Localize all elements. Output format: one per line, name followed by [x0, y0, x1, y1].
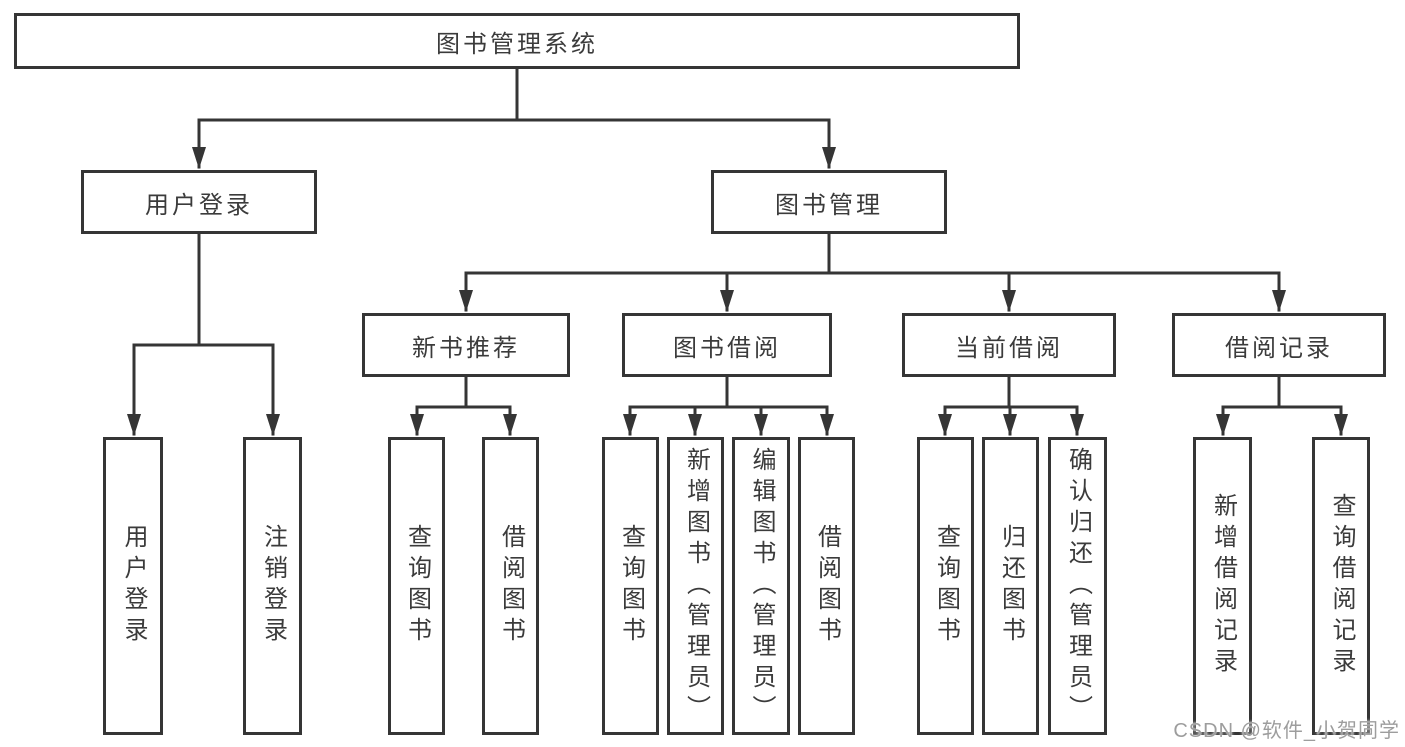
node-label: 新书推荐	[412, 334, 520, 362]
tree-rails	[132, 67, 1343, 409]
node-label: 新增借阅记录	[1209, 493, 1237, 679]
node-label: 查询图书	[403, 524, 431, 648]
node-label: 查询图书	[932, 524, 960, 648]
node-label: 用户登录	[120, 524, 147, 648]
node-label: 图书管理	[775, 191, 883, 219]
leaf-search-borrow-record: 查询借阅记录	[1312, 437, 1370, 735]
node-label: 查询图书	[617, 524, 645, 648]
leaf-borrow-books-recommend: 借阅图书	[482, 437, 539, 735]
leaf-user-login: 用户登录	[103, 437, 163, 735]
node-label: 借阅图书	[813, 524, 841, 648]
node-user-login: 用户登录	[81, 170, 317, 234]
node-label: 图书管理系统	[436, 30, 598, 58]
leaf-logout: 注销登录	[243, 437, 302, 735]
node-label: 图书借阅	[673, 334, 781, 362]
leaf-add-books-admin: 新增图书（管理员）	[667, 437, 724, 735]
leaf-add-borrow-record: 新增借阅记录	[1193, 437, 1252, 735]
node-label: 查询借阅记录	[1328, 493, 1355, 679]
leaf-return-books: 归还图书	[982, 437, 1039, 735]
leaf-search-books-recommend: 查询图书	[388, 437, 445, 735]
node-label: 借阅记录	[1225, 334, 1333, 362]
node-label: 新增图书（管理员）	[682, 446, 710, 726]
node-label: 编辑图书（管理员）	[748, 446, 775, 726]
node-label: 用户登录	[145, 191, 253, 219]
node-label: 注销登录	[259, 524, 287, 648]
node-book-borrowing: 图书借阅	[622, 313, 832, 377]
leaf-confirm-return-admin: 确认归还（管理员）	[1048, 437, 1107, 735]
csdn-watermark: CSDN @软件_小贺同学	[1173, 720, 1400, 742]
node-library-management-system: 图书管理系统	[14, 13, 1020, 69]
node-label: 当前借阅	[955, 334, 1063, 362]
node-book-management: 图书管理	[711, 170, 947, 234]
node-label: 借阅图书	[497, 524, 525, 648]
node-current-borrowing: 当前借阅	[902, 313, 1116, 377]
node-label: 归还图书	[997, 524, 1025, 648]
node-new-book-recommendation: 新书推荐	[362, 313, 570, 377]
node-label: 确认归还（管理员）	[1064, 446, 1092, 726]
leaf-edit-books-admin: 编辑图书（管理员）	[732, 437, 790, 735]
leaf-search-books-borrowing: 查询图书	[602, 437, 659, 735]
node-borrowing-records: 借阅记录	[1172, 313, 1386, 377]
leaf-borrow-books-borrowing: 借阅图书	[798, 437, 855, 735]
leaf-search-books-current: 查询图书	[917, 437, 974, 735]
